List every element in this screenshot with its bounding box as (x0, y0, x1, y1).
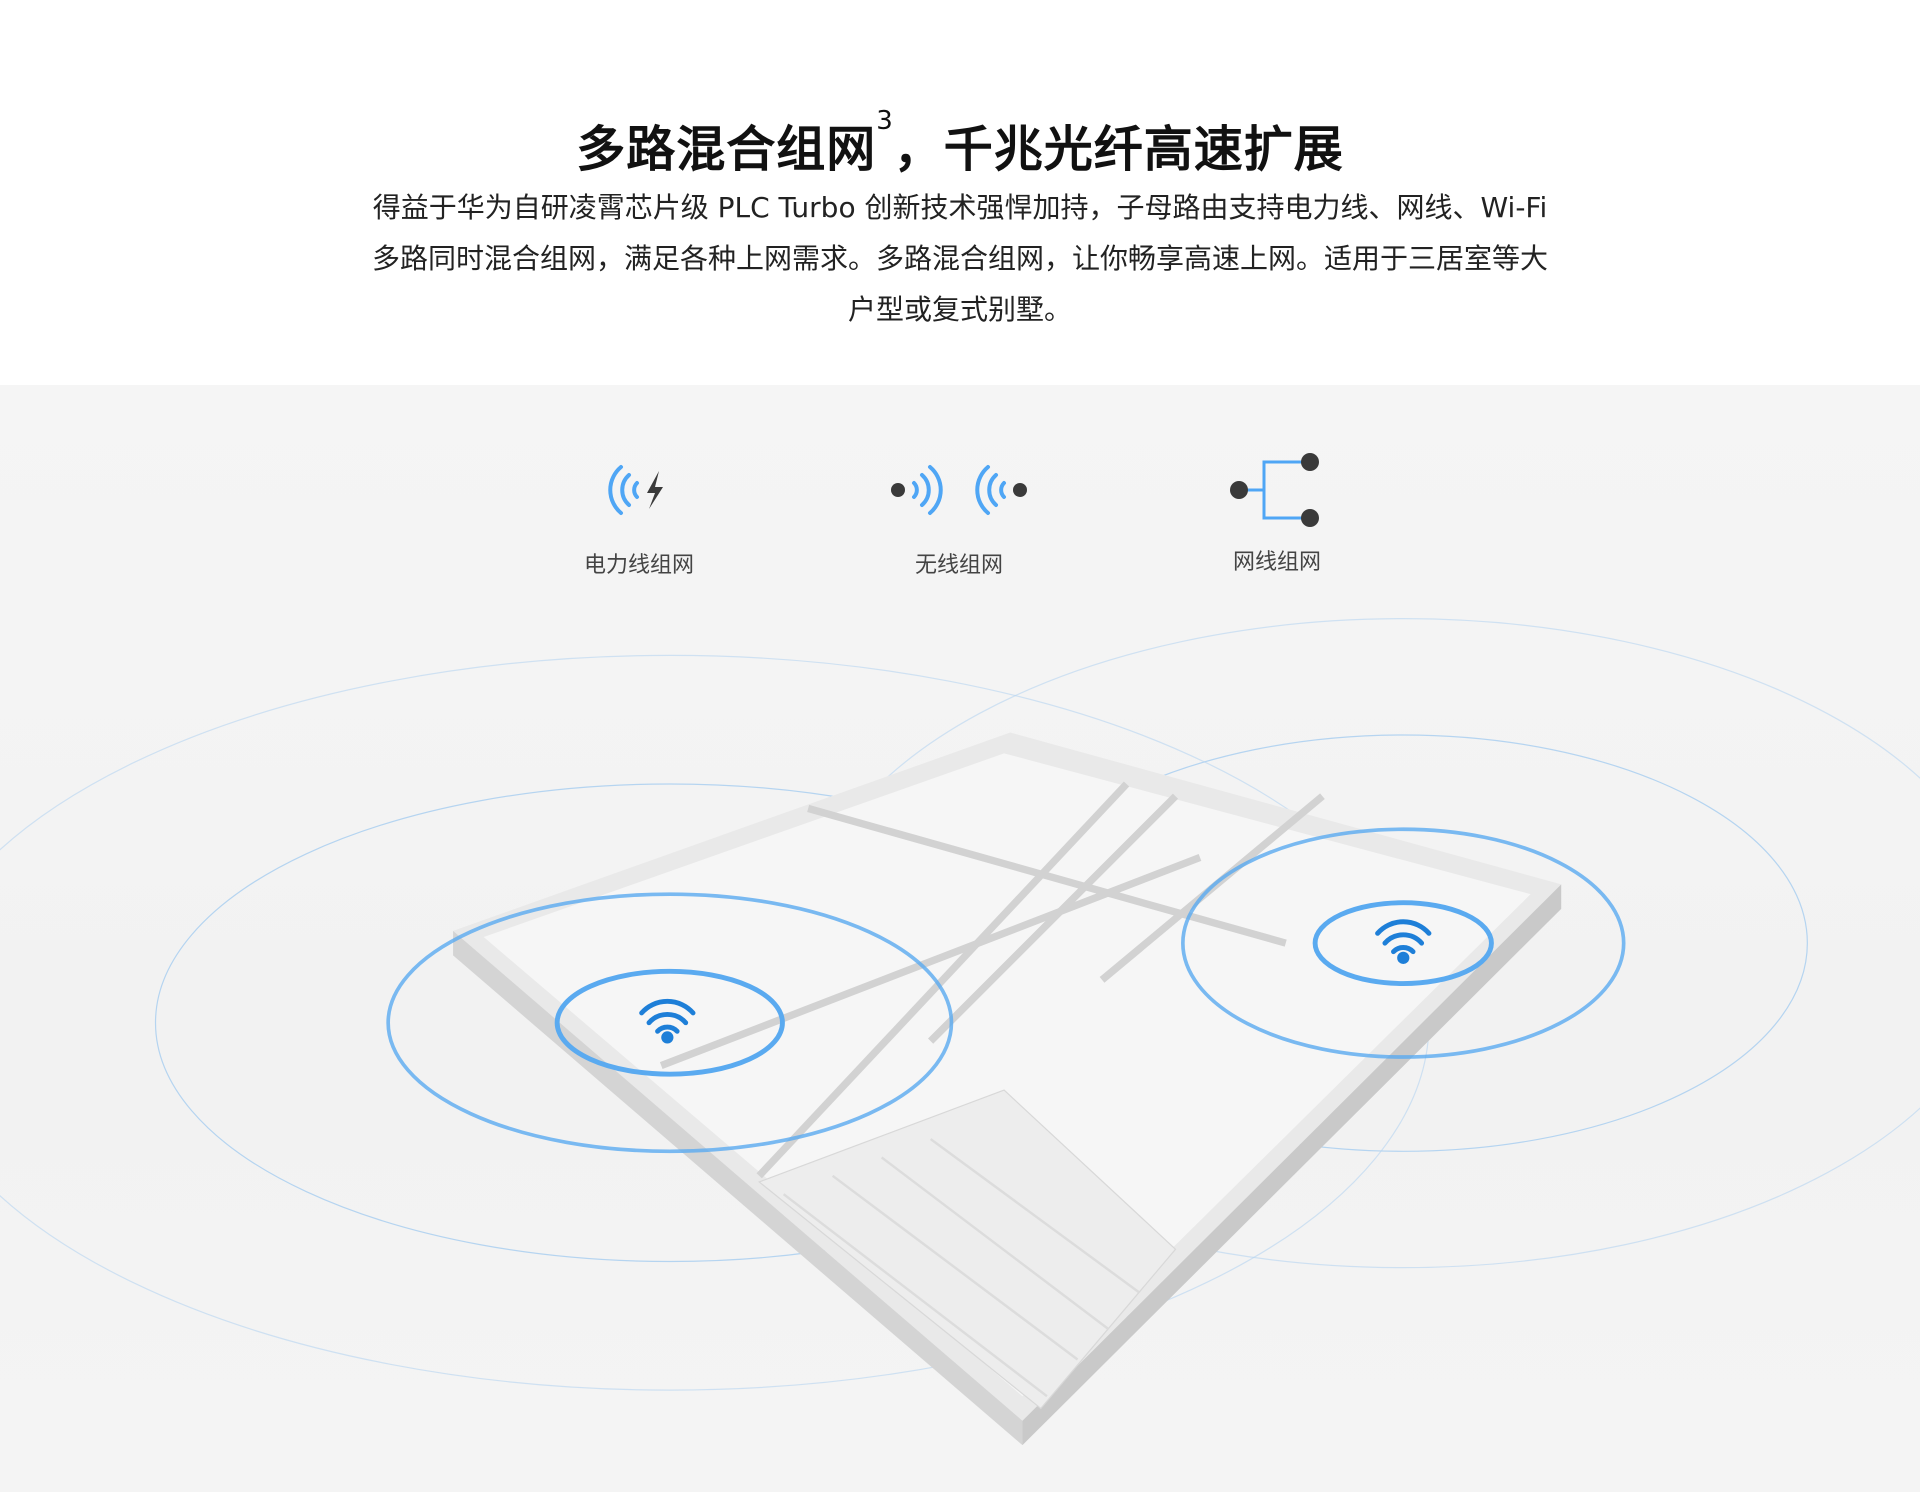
feature-label: 网线组网 (1232, 550, 1321, 575)
wireless-icon (891, 465, 1027, 515)
title-main: 多路混合组网 (576, 121, 877, 178)
page-title: 多路混合组网3，千兆光纤高速扩展 (0, 106, 1920, 181)
intro-section: 多路混合组网3，千兆光纤高速扩展 得益于华为自研凌霄芯片级 PLC Turbo … (0, 0, 1920, 385)
feature-label: 无线组网 (914, 553, 1003, 578)
wifi-router-icon (639, 998, 696, 1044)
feature-wireless: 无线组网 (839, 455, 1079, 579)
title-rest: ，千兆光纤高速扩展 (893, 121, 1344, 178)
house-floorplan (453, 732, 1562, 1446)
ethernet-icon (1230, 453, 1319, 527)
feature-powerline: 电力线组网 (519, 455, 759, 579)
wifi-router-icon (1375, 919, 1432, 964)
feature-ethernet: 网线组网 (1157, 448, 1397, 576)
powerline-icon (608, 465, 663, 515)
description: 得益于华为自研凌霄芯片级 PLC Turbo 创新技术强悍加持，子母路由支持电力… (371, 191, 1548, 326)
footnote-marker: 3 (876, 106, 894, 136)
signal-rings (386, 827, 1626, 1154)
feature-label: 电力线组网 (583, 553, 694, 578)
